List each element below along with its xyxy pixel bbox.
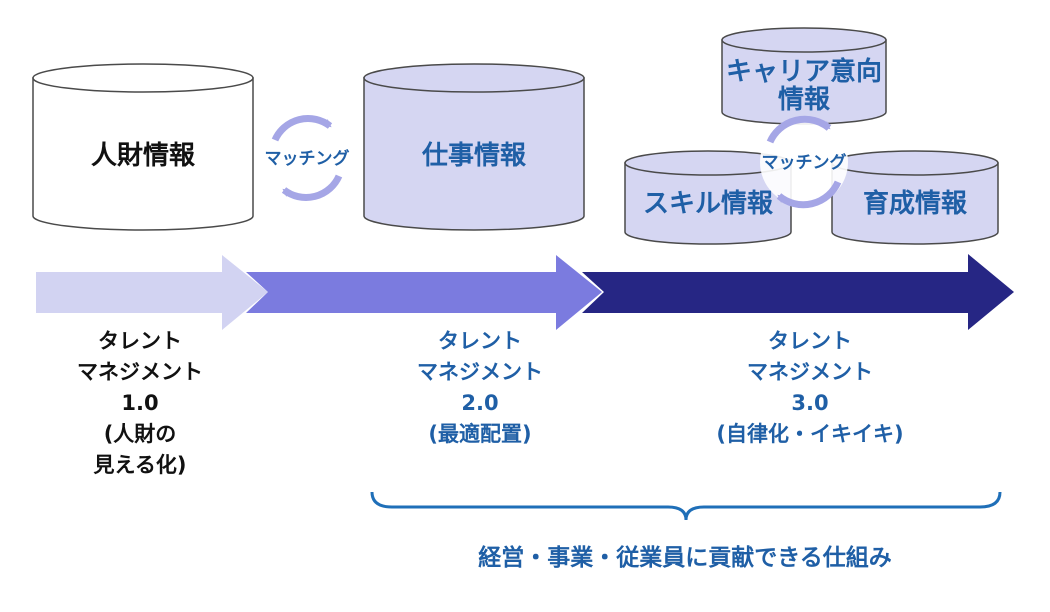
cylinder-career: キャリア意向 情報	[721, 27, 887, 125]
cylinder-label-career-2: 情報	[778, 85, 831, 115]
cycle-arrow-icon	[766, 115, 832, 144]
matching-label-right: マッチング	[762, 152, 847, 173]
stage-2-arrow	[246, 255, 602, 330]
cylinder-label-skill: スキル情報	[643, 189, 774, 219]
stage-1-arrow	[36, 255, 268, 330]
stage-1-line-3: 1.0	[121, 391, 159, 415]
stage-1-line-2: マネジメント	[77, 360, 203, 384]
stage-2-label: タレント マネジメント 2.0 (最適配置)	[380, 326, 580, 450]
stage-1-label: タレント マネジメント 1.0 (人財の 見える化)	[40, 326, 240, 481]
stage-3-arrow	[582, 254, 1014, 330]
cycle-arrow-icon	[271, 114, 333, 142]
cylinder-label-ikusei: 育成情報	[863, 188, 968, 219]
stage-2-line-1: タレント	[438, 329, 522, 353]
bottom-caption: 経営・事業・従業員に貢献できる仕組み	[478, 545, 892, 571]
matching-cycle-left: マッチング	[265, 114, 350, 202]
stage-2-line-3: 2.0	[461, 391, 499, 415]
matching-label-left: マッチング	[265, 148, 350, 169]
stage-1-line-1: タレント	[98, 329, 182, 353]
stage-2-line-4: (最適配置)	[428, 422, 532, 446]
stage-3-line-4: (自律化・イキイキ)	[716, 422, 904, 446]
cylinder-label-shigoto: 仕事情報	[421, 141, 527, 171]
curly-brace	[370, 491, 1002, 521]
cylinder-shigoto: 仕事情報	[363, 63, 585, 231]
stage-3-line-3: 3.0	[791, 391, 829, 415]
stage-1-line-5: 見える化)	[93, 453, 187, 477]
cylinder-skill: スキル情報	[624, 150, 792, 245]
stage-1-line-4: (人財の	[103, 422, 177, 446]
stage-3-line-2: マネジメント	[747, 360, 873, 384]
cylinder-label-career-1: キャリア意向	[726, 56, 882, 87]
matching-cycle-right: マッチング	[760, 115, 848, 209]
cylinder-ikusei: 育成情報	[831, 150, 999, 245]
stage-3-line-1: タレント	[768, 329, 852, 353]
cylinder-label-jinzai: 人財情報	[91, 141, 196, 171]
cylinder-jinzai: 人財情報	[32, 63, 254, 231]
cycle-arrow-icon	[281, 174, 343, 202]
cycle-arrow-icon	[776, 180, 842, 209]
stage-2-line-2: マネジメント	[417, 360, 543, 384]
stage-3-label: タレント マネジメント 3.0 (自律化・イキイキ)	[700, 326, 920, 450]
